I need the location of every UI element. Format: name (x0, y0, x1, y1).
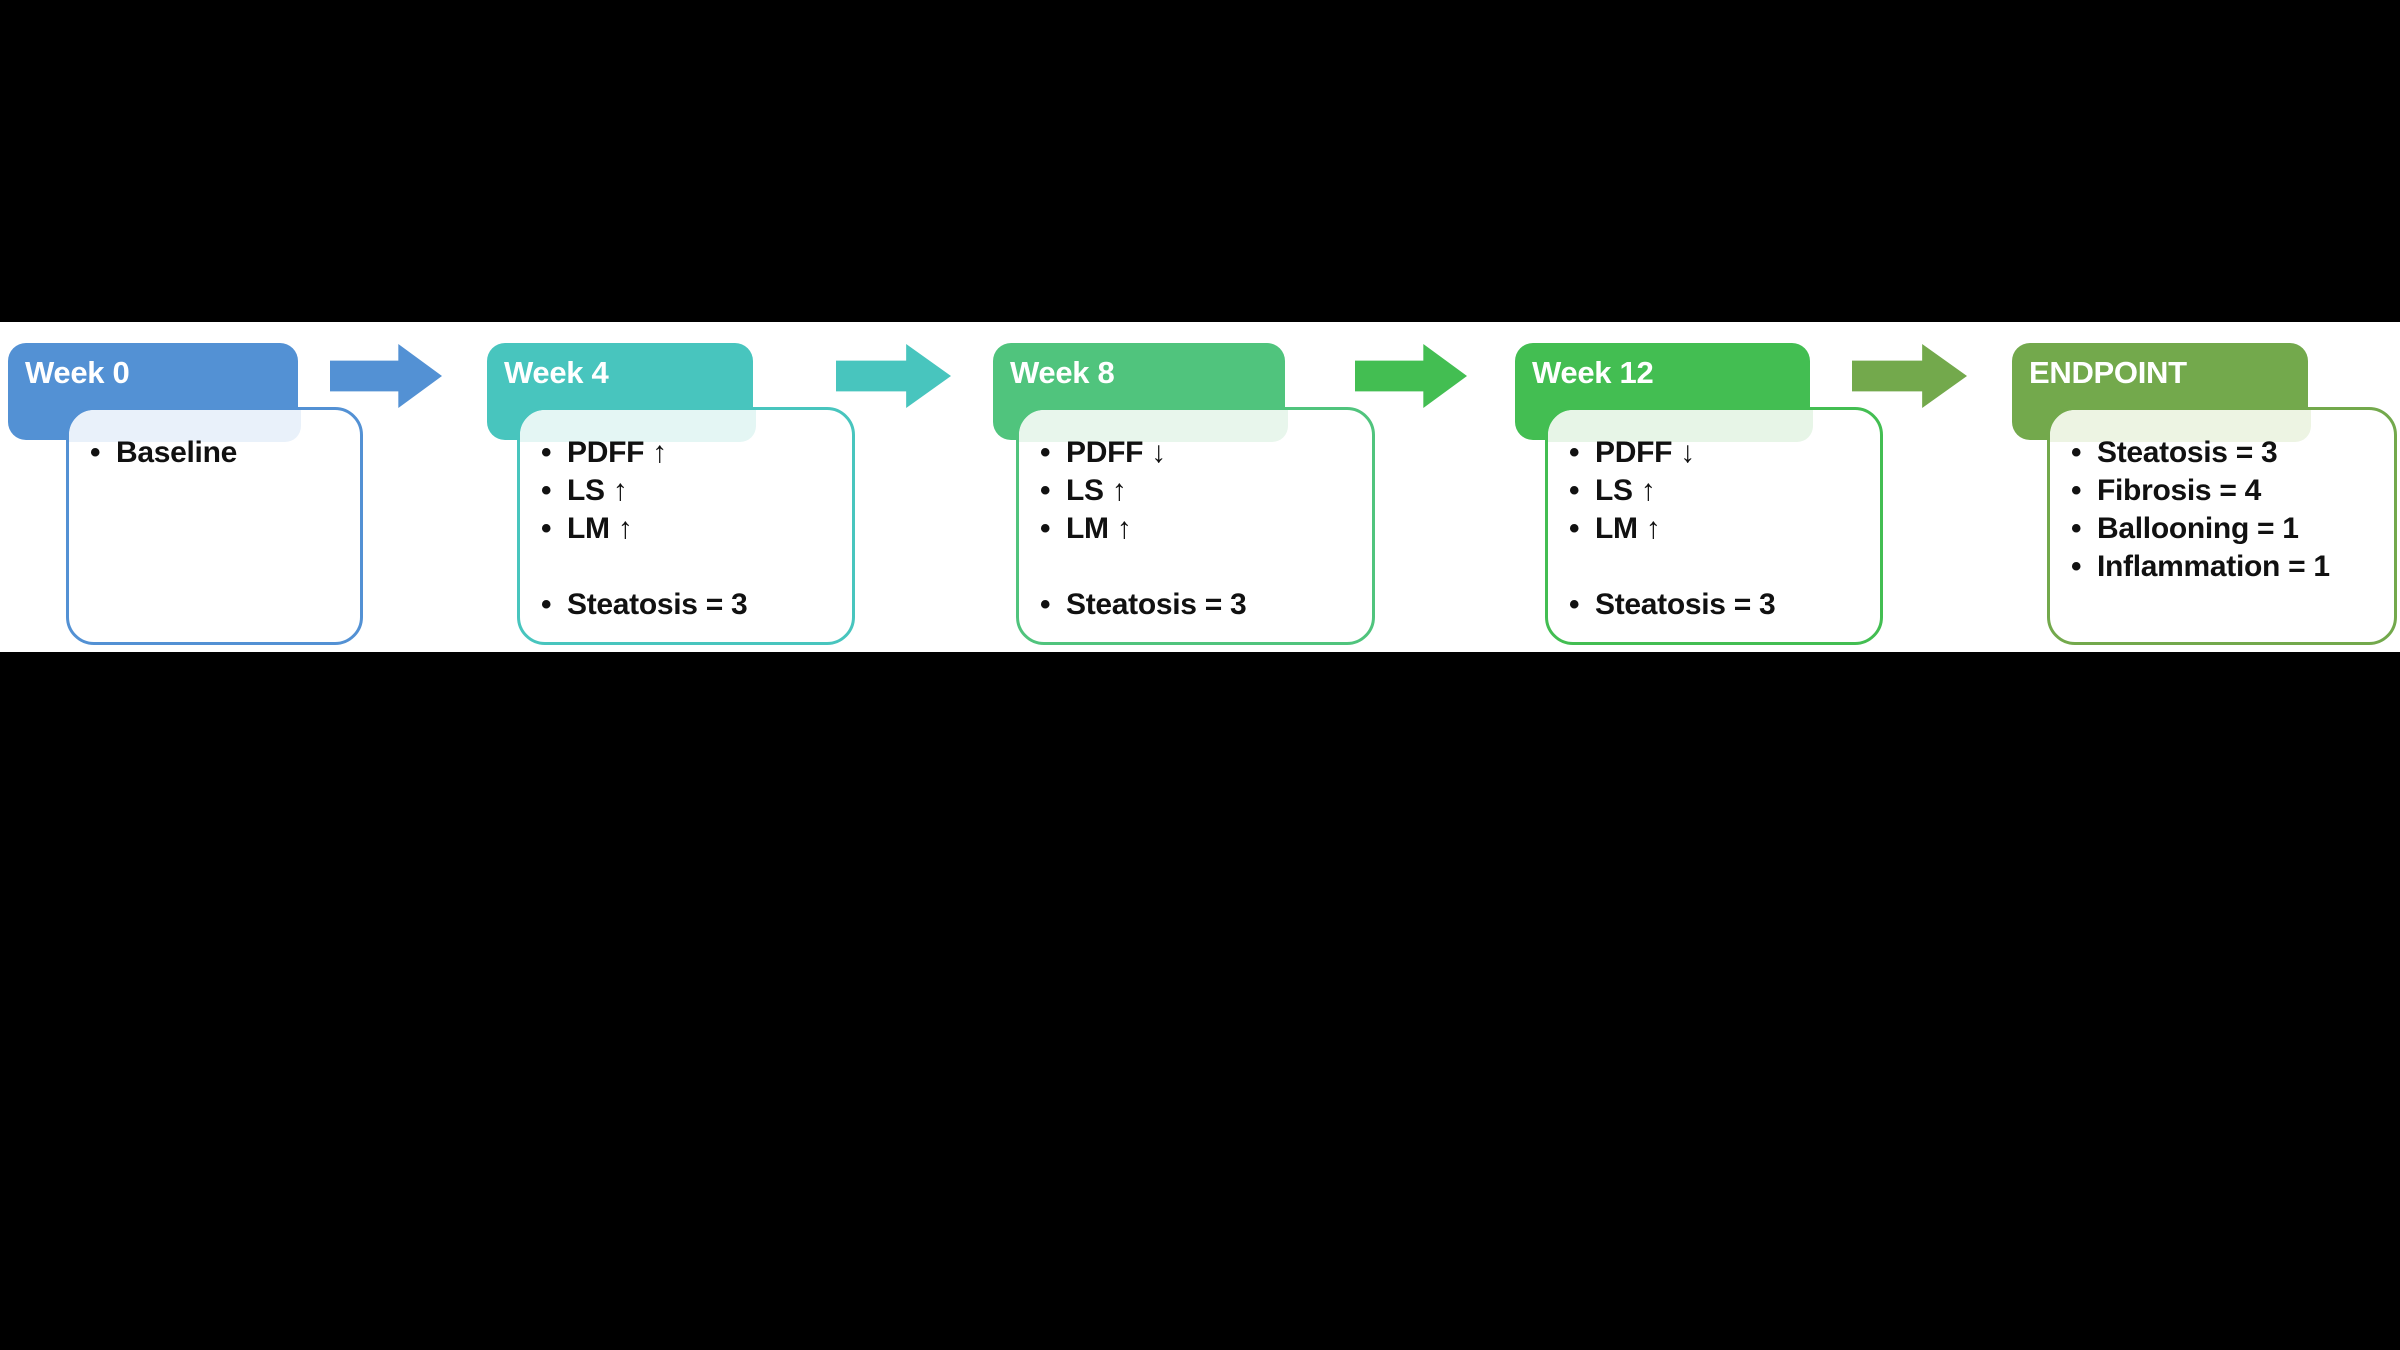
bullet-list-endpoint: Steatosis = 3 Fibrosis = 4 Ballooning = … (2050, 410, 2394, 586)
bullet-item: Steatosis = 3 (2071, 434, 2388, 472)
stage-box-week-4: PDFF ↑ LS ↑ LM ↑ Steatosis = 3 (517, 407, 855, 645)
stage-box-week-8: PDFF ↓ LS ↑ LM ↑ Steatosis = 3 (1016, 407, 1375, 645)
bullet-item: Inflammation = 1 (2071, 548, 2388, 586)
stage-title-endpoint: ENDPOINT (2029, 355, 2187, 390)
bullet-item: PDFF ↑ (541, 434, 846, 472)
bullet-item: Steatosis = 3 (1569, 586, 1874, 624)
bullet-list-week-4: PDFF ↑ LS ↑ LM ↑ Steatosis = 3 (520, 410, 852, 624)
stage-box-week-0: Baseline (66, 407, 363, 645)
bullet-item: Baseline (90, 434, 354, 472)
bullet-item: LM ↑ (1569, 510, 1874, 548)
stage-title-week-8: Week 8 (1010, 355, 1115, 390)
stage-title-week-4: Week 4 (504, 355, 609, 390)
bullet-item: Steatosis = 3 (541, 586, 846, 624)
bullet-list-week-0: Baseline (69, 410, 360, 472)
stage-box-week-12: PDFF ↓ LS ↑ LM ↑ Steatosis = 3 (1545, 407, 1883, 645)
bullet-item: LM ↑ (1040, 510, 1366, 548)
stage-box-endpoint: Steatosis = 3 Fibrosis = 4 Ballooning = … (2047, 407, 2397, 645)
bullet-item: Fibrosis = 4 (2071, 472, 2388, 510)
bullet-item: LS ↑ (1569, 472, 1874, 510)
stage-title-week-0: Week 0 (25, 355, 130, 390)
bullet-item: LS ↑ (541, 472, 846, 510)
bullet-list-week-12: PDFF ↓ LS ↑ LM ↑ Steatosis = 3 (1548, 410, 1880, 624)
bullet-item: LM ↑ (541, 510, 846, 548)
bullet-item: LS ↑ (1040, 472, 1366, 510)
stage-title-week-12: Week 12 (1532, 355, 1654, 390)
bullet-list-week-8: PDFF ↓ LS ↑ LM ↑ Steatosis = 3 (1019, 410, 1372, 624)
bullet-item: PDFF ↓ (1569, 434, 1874, 472)
bullet-item: Ballooning = 1 (2071, 510, 2388, 548)
bullet-item: PDFF ↓ (1040, 434, 1366, 472)
bullet-item: Steatosis = 3 (1040, 586, 1366, 624)
